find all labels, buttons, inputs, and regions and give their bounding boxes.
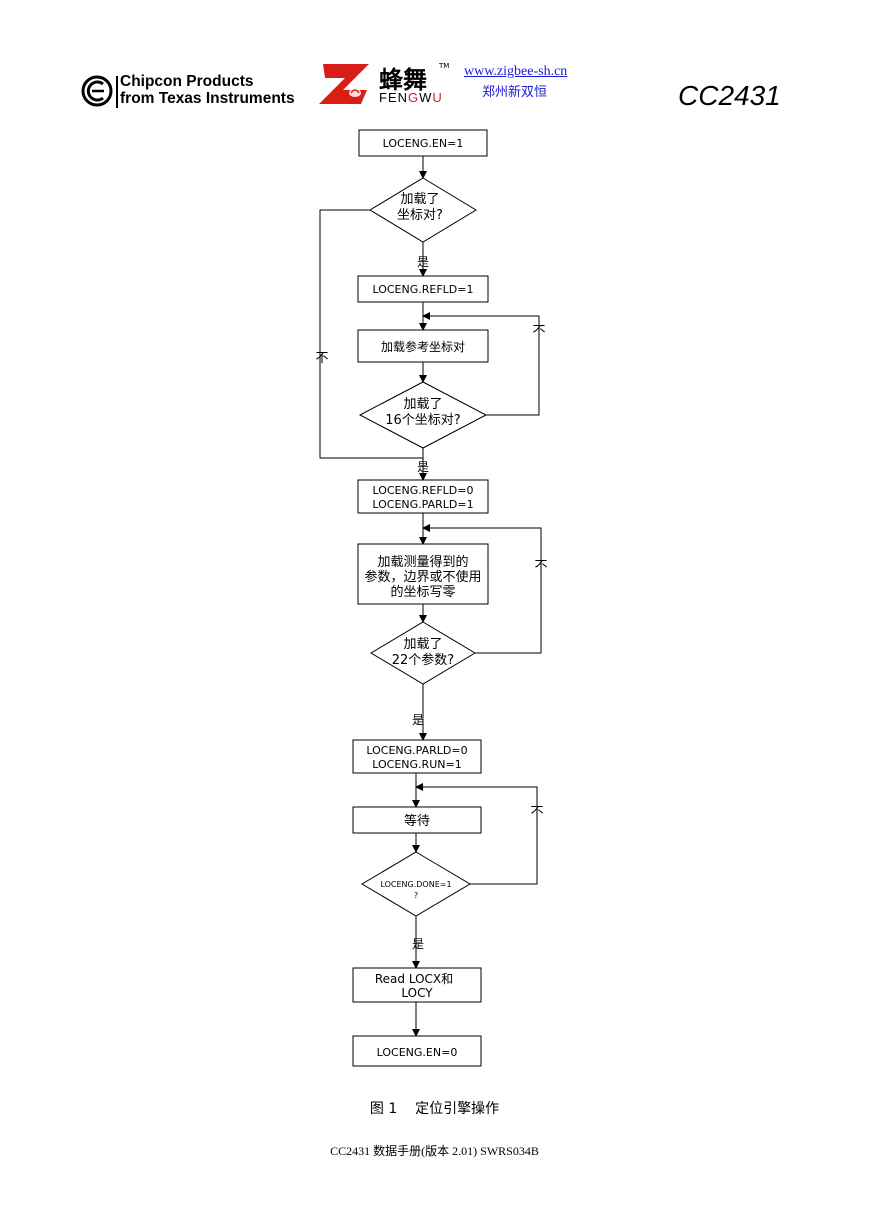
box5-line2: 参数，边界或不使用 (364, 569, 481, 585)
box5-line1: 加载测量得到的 (377, 554, 468, 570)
flow-box-read (352, 967, 482, 1003)
document-title: CC2431 (678, 80, 781, 111)
decision4-line1: LOCENG.DONE=1 (380, 880, 451, 889)
trademark-mark: TM (439, 62, 450, 70)
figure-caption: 图 1 定位引擎操作 (369, 1101, 500, 1117)
box3-label: 加载参考坐标对 (381, 339, 465, 354)
chipcon-logo-icon (81, 75, 113, 107)
box1-label: LOCENG.EN=1 (383, 137, 464, 150)
decision3-line2: 22个参数? (392, 652, 454, 668)
box4-line1: LOCENG.REFLD=0 (372, 484, 473, 497)
decision1-line1: 加载了 (400, 192, 439, 207)
box7-label: 等待 (404, 813, 430, 829)
yes-label-3: 是 (412, 713, 424, 727)
box8-line1: Read LOCX和 (375, 972, 453, 986)
box6-line2: LOCENG.RUN=1 (372, 758, 461, 771)
box8-line2: LOCY (401, 986, 433, 1000)
page-footer: CC2431 数据手册(版本 2.01) SWRS034B (330, 1144, 539, 1158)
yes-label-1: 是 (417, 255, 429, 269)
flow-box-start (358, 129, 488, 157)
no-label-loop2: 不 (532, 324, 545, 339)
box2-label: LOCENG.REFLD=1 (372, 283, 473, 296)
box9-label: LOCENG.EN=0 (377, 1046, 458, 1059)
flow-box-parld1 (357, 479, 489, 514)
company-name: 郑州新双恒 (482, 85, 548, 100)
decision2-line1: 加载了 (403, 397, 442, 412)
decision1-line2: 坐标对? (397, 208, 443, 223)
decision2-line2: 16个坐标对? (385, 413, 460, 428)
no-label-loop4: 不 (530, 805, 543, 820)
flow-box-end (352, 1035, 482, 1067)
box6-line1: LOCENG.PARLD=0 (366, 744, 467, 757)
logo-separator (116, 76, 118, 108)
ti-logo-line2: from Texas Instruments (120, 90, 295, 107)
decision3-line1: 加载了 (403, 637, 442, 652)
box4-line2: LOCENG.PARLD=1 (372, 498, 473, 511)
flow-box-load-params (357, 543, 489, 605)
fengwu-english-name: FENGWU (379, 90, 443, 105)
ti-logo-line1: Chipcon Products (120, 73, 254, 90)
yes-label-2: 是 (417, 460, 429, 474)
flow-box-refld1 (357, 275, 489, 303)
website-link[interactable]: www.zigbee-sh.cn (464, 64, 568, 79)
box5-line3: 的坐标写零 (390, 584, 455, 600)
chipcon-ti-logo: Chipcon Products from Texas Instruments (80, 72, 320, 112)
fengwu-logo: 蜂舞 TM FENGWU (317, 60, 457, 110)
fengwu-z-emblem-icon (319, 64, 369, 104)
yes-label-4: 是 (412, 937, 424, 951)
flow-box-wait (352, 806, 482, 834)
fengwu-chinese-name: 蜂舞 (379, 65, 427, 94)
no-label-loop3: 不 (534, 559, 547, 574)
decision4-line2: ? (414, 891, 418, 900)
flow-box-run1 (352, 739, 482, 774)
flow-box-load-ref (357, 329, 489, 363)
no-label-skip1: 不 (315, 351, 328, 366)
